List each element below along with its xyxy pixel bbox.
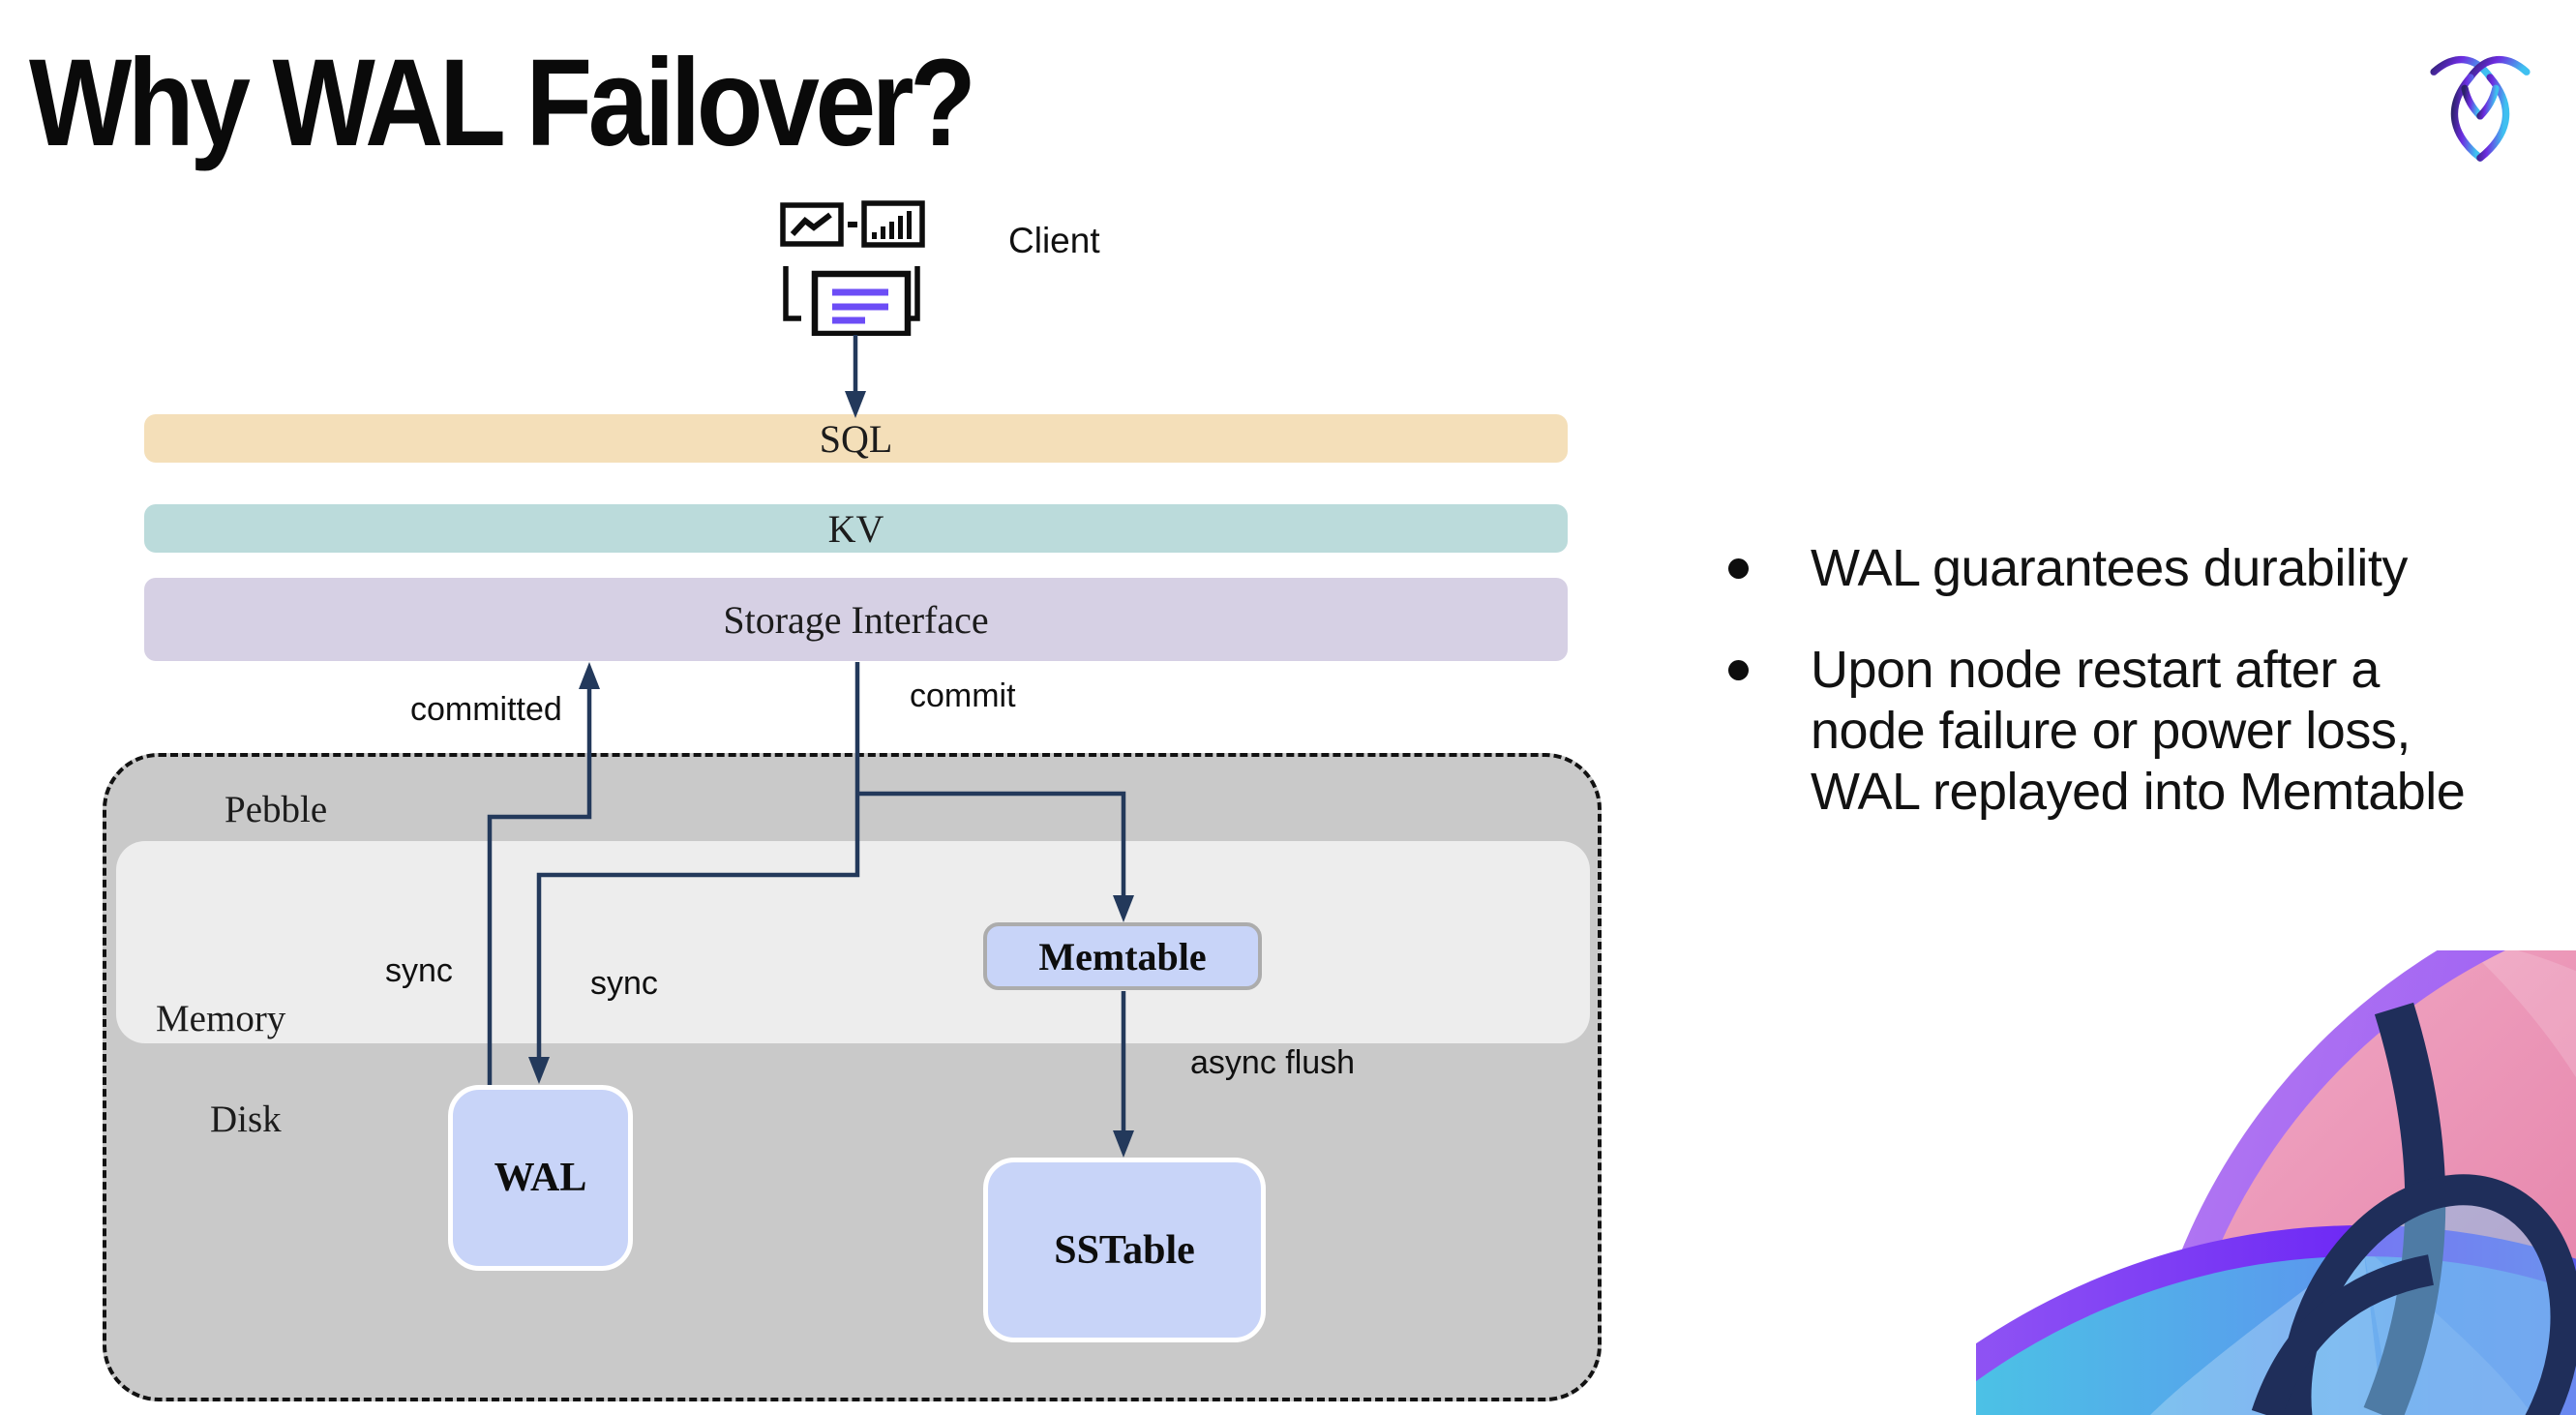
page-title: Why WAL Failover? — [29, 34, 976, 172]
layer-sql: SQL — [144, 414, 1568, 463]
line-chart-icon — [780, 202, 844, 247]
commit-label: commit — [910, 677, 1016, 714]
cockroachdb-logo-icon — [2430, 55, 2531, 162]
arrowhead-committed-up — [579, 662, 600, 689]
async-flush-label: async flush — [1190, 1044, 1356, 1081]
sync-right-label: sync — [590, 965, 658, 1002]
layer-storage-interface: Storage Interface — [144, 578, 1568, 661]
layer-kv: KV — [144, 504, 1568, 553]
sync-left-label: sync — [385, 952, 453, 989]
list-item: WAL guarantees durability — [1728, 538, 2541, 599]
client-label: Client — [1008, 221, 1100, 260]
bullet-text: WAL guarantees durability — [1811, 539, 2408, 597]
sstable-node: SSTable — [983, 1158, 1266, 1342]
bullet-dot-icon — [1728, 660, 1749, 680]
bullet-text: Upon node restart after a node failure o… — [1811, 641, 2466, 821]
memtable-node: Memtable — [983, 922, 1262, 990]
list-item: Upon node restart after a node failure o… — [1728, 640, 2541, 823]
committed-label: committed — [410, 691, 562, 728]
bar-chart-icon — [861, 200, 925, 248]
bullet-dot-icon — [1728, 558, 1749, 579]
bracket-left — [783, 266, 801, 321]
memory-region — [116, 841, 1590, 1043]
disk-label: Disk — [210, 1099, 282, 1140]
memory-label: Memory — [156, 998, 286, 1039]
decorative-brand-graphic — [1976, 950, 2576, 1415]
pebble-label: Pebble — [225, 789, 328, 830]
bullet-list: WAL guarantees durability Upon node rest… — [1728, 538, 2541, 823]
wal-node: WAL — [448, 1085, 633, 1271]
client-app-icon — [780, 200, 925, 336]
